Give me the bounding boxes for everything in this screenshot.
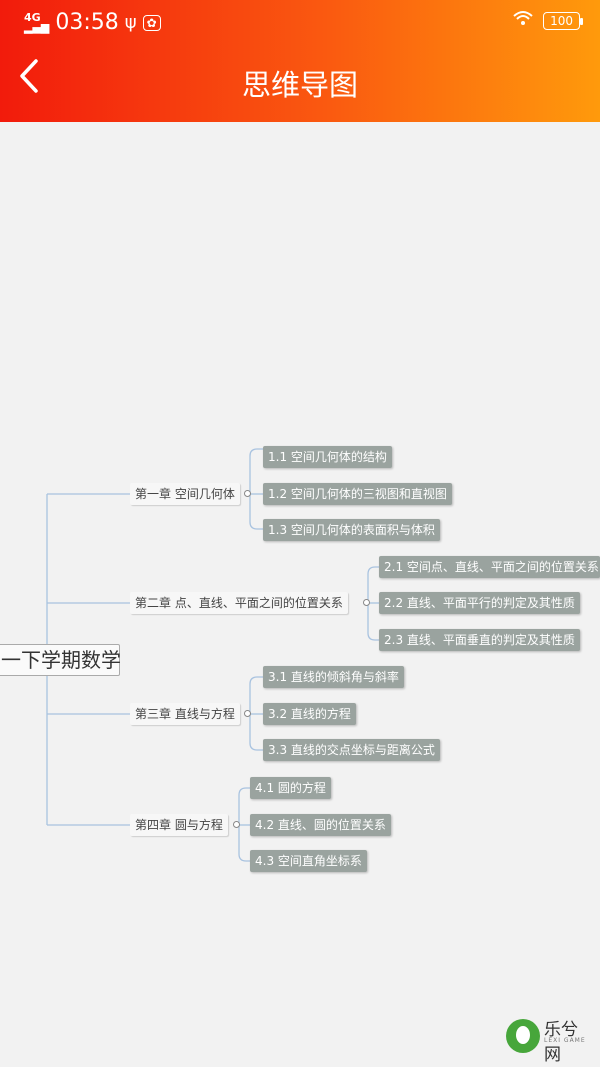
leaf-logo-icon — [506, 1019, 540, 1053]
topic-node-1-3[interactable]: 1.3 空间几何体的表面积与体积 — [263, 519, 440, 541]
topic-node-3-2[interactable]: 3.2 直线的方程 — [263, 703, 356, 725]
chapter-node-3[interactable]: 第三章 直线与方程 — [130, 703, 240, 725]
site-watermark: 乐兮网 LEXI GAME — [506, 1011, 588, 1065]
chapter-node-1[interactable]: 第一章 空间几何体 — [130, 483, 240, 505]
page-title: 思维导图 — [241, 68, 358, 102]
collapse-toggle-icon[interactable] — [244, 710, 251, 717]
mindmap-canvas[interactable]: 一下学期数学 第一章 空间几何体 1.1 空间几何体的结构 1.2 空间几何体的… — [0, 122, 600, 1067]
topic-node-4-2[interactable]: 4.2 直线、圆的位置关系 — [250, 814, 391, 836]
battery-indicator: 100 — [543, 11, 583, 30]
topic-node-4-3[interactable]: 4.3 空间直角坐标系 — [250, 850, 367, 872]
topic-node-2-3[interactable]: 2.3 直线、平面垂直的判定及其性质 — [379, 629, 580, 651]
collapse-toggle-icon[interactable] — [244, 490, 251, 497]
back-button[interactable] — [16, 58, 48, 94]
mindmap-root-node[interactable]: 一下学期数学 — [0, 644, 121, 676]
signal-icon: 4G▂▄▆ — [24, 10, 50, 34]
topic-node-4-1[interactable]: 4.1 圆的方程 — [250, 777, 331, 799]
wifi-icon — [513, 10, 533, 31]
topic-node-2-2[interactable]: 2.2 直线、平面平行的判定及其性质 — [379, 592, 580, 614]
usb-icon: ψ — [124, 12, 137, 33]
notification-icon: ✿ — [142, 14, 161, 31]
chevron-left-icon — [20, 59, 38, 93]
collapse-toggle-icon[interactable] — [363, 599, 370, 606]
app-header: 4G▂▄▆ 03:58 ψ ✿ 100 思维导图 — [0, 0, 600, 122]
watermark-text: 乐兮网 — [544, 1020, 578, 1065]
topic-node-1-1[interactable]: 1.1 空间几何体的结构 — [263, 446, 392, 468]
collapse-toggle-icon[interactable] — [233, 821, 240, 828]
chapter-node-4[interactable]: 第四章 圆与方程 — [130, 814, 228, 836]
watermark-subtext: LEXI GAME — [544, 1037, 586, 1044]
chapter-node-2[interactable]: 第二章 点、直线、平面之间的位置关系 — [130, 592, 348, 614]
topic-node-2-1[interactable]: 2.1 空间点、直线、平面之间的位置关系 — [379, 556, 600, 578]
status-bar: 4G▂▄▆ 03:58 ψ ✿ 100 — [24, 10, 583, 38]
status-time: 03:58 — [55, 10, 119, 35]
network-type: 4G — [24, 10, 41, 24]
topic-node-3-3[interactable]: 3.3 直线的交点坐标与距离公式 — [263, 739, 440, 761]
topic-node-1-2[interactable]: 1.2 空间几何体的三视图和直视图 — [263, 483, 452, 505]
topic-node-3-1[interactable]: 3.1 直线的倾斜角与斜率 — [263, 666, 404, 688]
